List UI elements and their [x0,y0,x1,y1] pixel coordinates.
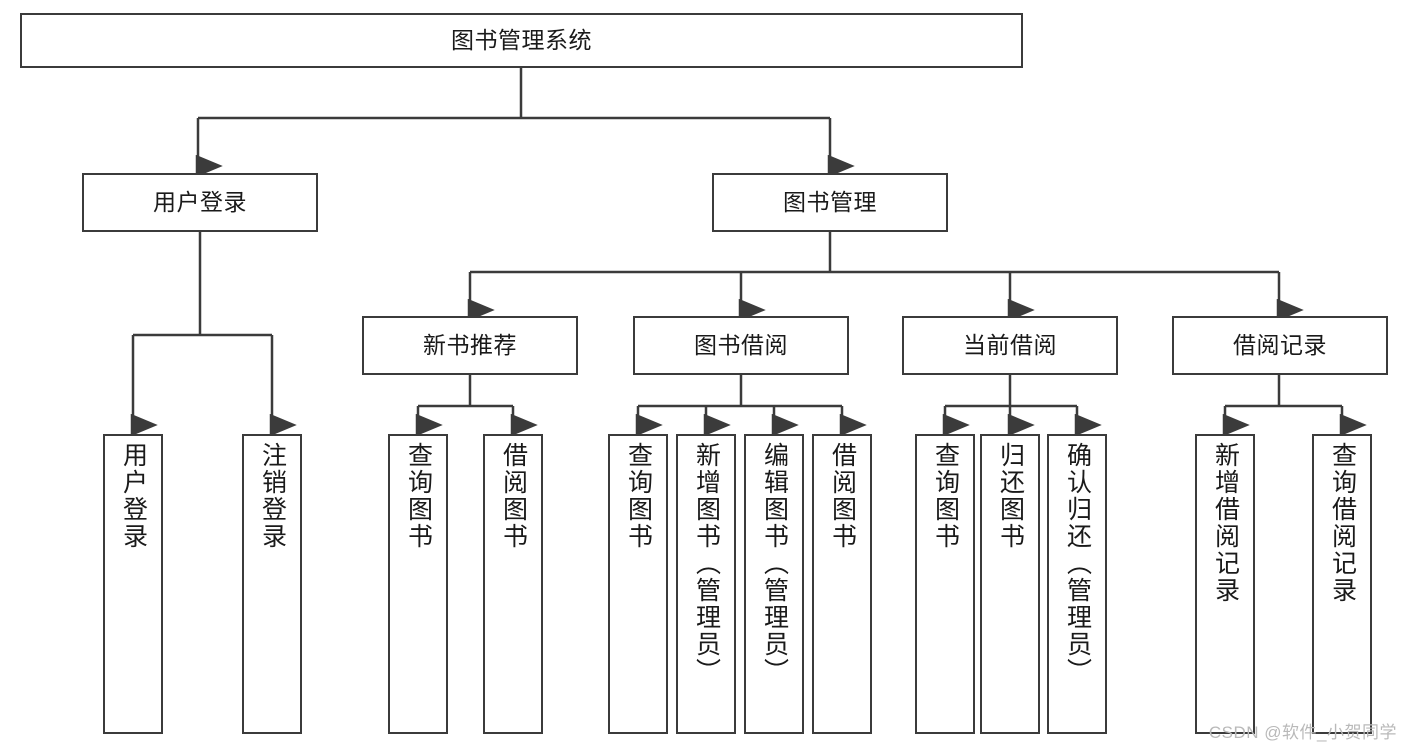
node-root-system[interactable]: 图书管理系统 [20,13,1023,68]
leaf-current-confirm-return[interactable]: 确认归还（管理员） [1047,434,1107,734]
leaf-user-login-signin[interactable]: 用户登录 [103,434,163,734]
node-label: 新增借阅记录 [1211,442,1240,604]
node-label: 图书管理系统 [451,26,592,53]
node-label: 图书借阅 [694,331,788,358]
node-label: 编辑图书（管理员） [760,442,789,685]
leaf-borrow-add-book[interactable]: 新增图书（管理员） [676,434,736,734]
node-label: 图书管理 [783,188,877,215]
leaf-new-book-query[interactable]: 查询图书 [388,434,448,734]
leaf-current-return[interactable]: 归还图书 [980,434,1040,734]
node-new-book-recommend[interactable]: 新书推荐 [362,316,578,375]
leaf-borrow-query[interactable]: 查询图书 [608,434,668,734]
node-label: 查询图书 [404,442,433,550]
node-label: 归还图书 [996,442,1025,550]
node-book-borrow[interactable]: 图书借阅 [633,316,849,375]
node-label: 借阅图书 [828,442,857,550]
node-label: 查询借阅记录 [1328,442,1357,604]
node-label: 借阅记录 [1233,331,1327,358]
node-borrow-records[interactable]: 借阅记录 [1172,316,1388,375]
leaf-records-add[interactable]: 新增借阅记录 [1195,434,1255,734]
leaf-records-query[interactable]: 查询借阅记录 [1312,434,1372,734]
node-current-borrow[interactable]: 当前借阅 [902,316,1118,375]
node-label: 当前借阅 [963,331,1057,358]
node-label: 新书推荐 [423,331,517,358]
node-label: 查询图书 [624,442,653,550]
leaf-new-book-borrow[interactable]: 借阅图书 [483,434,543,734]
node-label: 新增图书（管理员） [692,442,721,685]
leaf-current-query[interactable]: 查询图书 [915,434,975,734]
leaf-user-login-signout[interactable]: 注销登录 [242,434,302,734]
leaf-borrow-borrow-book[interactable]: 借阅图书 [812,434,872,734]
leaf-borrow-edit-book[interactable]: 编辑图书（管理员） [744,434,804,734]
node-book-management[interactable]: 图书管理 [712,173,948,232]
node-label: 注销登录 [258,442,287,550]
node-label: 用户登录 [119,442,148,550]
node-label: 用户登录 [153,188,247,215]
node-label: 借阅图书 [499,442,528,550]
node-label: 确认归还（管理员） [1063,442,1092,685]
node-user-login[interactable]: 用户登录 [82,173,318,232]
node-label: 查询图书 [931,442,960,550]
